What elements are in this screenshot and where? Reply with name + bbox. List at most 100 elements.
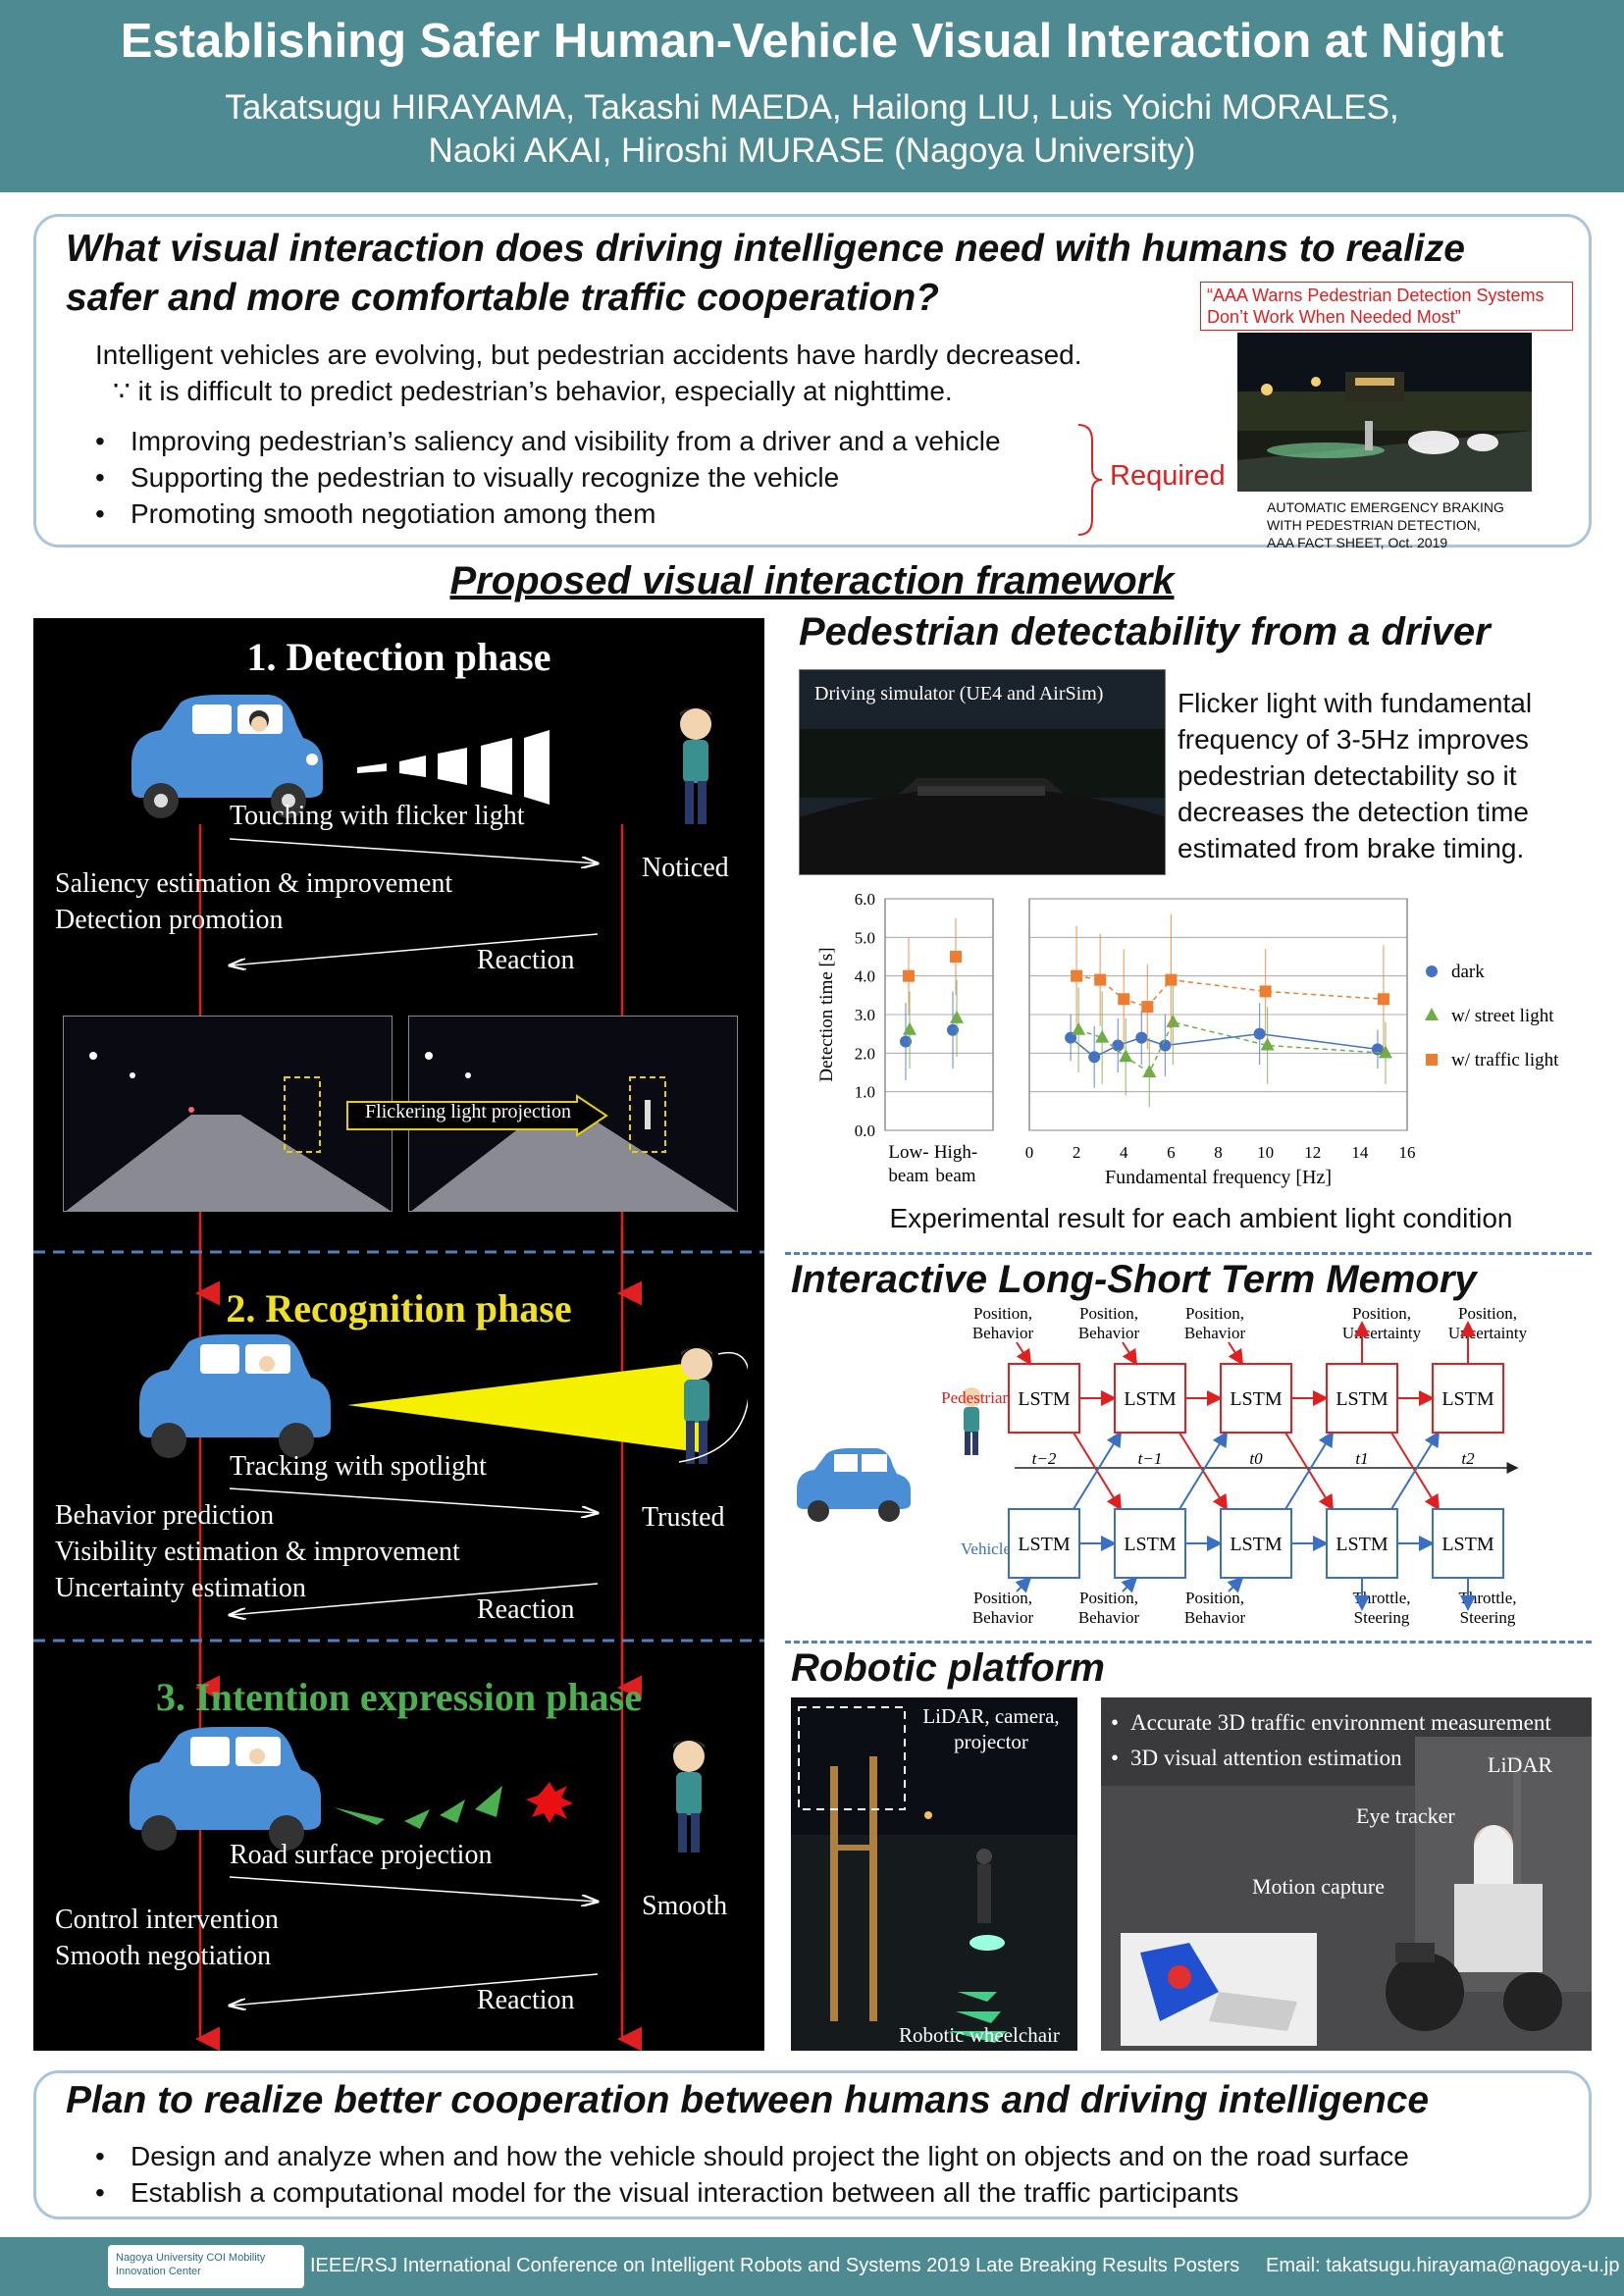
lstm-cell-label: LSTM xyxy=(1018,1534,1071,1555)
phase-3-title: 3. Intention expression phase xyxy=(156,1675,642,1719)
phase-2-title: 2. Recognition phase xyxy=(226,1286,572,1331)
plan-list: Design and analyze when and how the vehi… xyxy=(95,2138,1567,2211)
data-point xyxy=(1088,1051,1101,1064)
mobility-center-logo: Nagoya University COI Mobility Innovatio… xyxy=(108,2245,304,2288)
phase-2-tasks: Behavior prediction Visibility estimatio… xyxy=(55,1497,460,1606)
phase-1-title: 1. Detection phase xyxy=(246,635,551,679)
car-icon xyxy=(130,1727,321,1851)
pedestrian-icon xyxy=(680,707,711,824)
plan-item: Design and analyze when and how the vehi… xyxy=(95,2138,1567,2174)
category-label: Low- xyxy=(888,1142,928,1163)
description-line: Flicker light with fundamental xyxy=(1178,688,1533,718)
night-road-photo-after xyxy=(408,1016,738,1212)
y-tick-label: 2.0 xyxy=(855,1044,875,1063)
section-divider xyxy=(785,1641,1592,1644)
phase-3-tasks: Control intervention Smooth negotiation xyxy=(55,1902,279,1974)
data-point xyxy=(1425,1008,1439,1020)
input-arrow xyxy=(1227,1576,1244,1593)
author-line-2: Naoki AKAI, Hiroshi MURASE (Nagoya Unive… xyxy=(428,131,1196,170)
research-question-box: What visual interaction does driving int… xyxy=(33,214,1592,551)
input-arrow xyxy=(1016,1341,1032,1366)
description-line: decreases the detection time xyxy=(1178,797,1529,827)
lstm-cell-pedestrian xyxy=(1114,1363,1186,1434)
category-label: High- xyxy=(934,1142,977,1163)
y-tick-label: 4.0 xyxy=(855,967,875,986)
uncertainty-item: Uncertainty estimation xyxy=(55,1573,306,1603)
tracking-spotlight-label: Tracking with spotlight xyxy=(230,1451,487,1482)
lstm-cell-vehicle xyxy=(1432,1508,1504,1579)
cross-arrow xyxy=(1390,1431,1441,1510)
output-label: Steering xyxy=(1460,1608,1516,1627)
detection-item: Detection promotion xyxy=(55,905,284,935)
car-icon xyxy=(131,695,323,818)
trusted-label: Trusted xyxy=(642,1502,725,1533)
requirement-brace xyxy=(1077,424,1103,536)
behavior-prediction-item: Behavior prediction xyxy=(55,1500,275,1531)
caption-line-2: WITH PEDESTRIAN DETECTION, xyxy=(1267,517,1481,533)
eye-tracker-label: Eye tracker xyxy=(1356,1803,1455,1828)
data-point xyxy=(1166,1014,1180,1027)
data-point xyxy=(1094,973,1107,986)
data-point xyxy=(1377,993,1389,1006)
research-question: What visual interaction does driving int… xyxy=(66,225,1597,323)
legend-label: w/ traffic light xyxy=(1451,1050,1559,1070)
legend-label: w/ street light xyxy=(1451,1006,1554,1026)
lstm-cell-label: LSTM xyxy=(1230,1388,1283,1410)
output-label: Position, xyxy=(1352,1307,1411,1323)
cross-arrow xyxy=(1179,1431,1229,1510)
data-point xyxy=(950,951,962,963)
lstm-title: Interactive Long-Short Term Memory xyxy=(791,1258,1477,1301)
lstm-cell-label: LSTM xyxy=(1124,1388,1177,1410)
data-point xyxy=(903,1021,917,1035)
output-label: Position, xyxy=(1458,1307,1517,1323)
data-point xyxy=(1141,1001,1154,1014)
phase-panel: 1. Detection phase Touching with flicker… xyxy=(33,618,764,2051)
input-label: Position, xyxy=(973,1589,1032,1607)
visibility-item: Visibility estimation & improvement xyxy=(55,1537,460,1567)
simulator-label: Driving simulator (UE4 and AirSim) xyxy=(814,683,1104,704)
flickering-projection-label: Flickering light projection xyxy=(365,1101,571,1122)
input-label: Behavior xyxy=(1184,1324,1246,1342)
chart-caption: Experimental result for each ambient lig… xyxy=(889,1203,1513,1233)
robotic-wheelchair-photo xyxy=(791,1697,1077,2051)
input-label: Position, xyxy=(1185,1307,1244,1323)
y-tick-label: 5.0 xyxy=(855,928,875,947)
flicker-light-icon xyxy=(357,730,550,805)
lstm-cell-pedestrian xyxy=(1326,1363,1398,1434)
y-tick-label: 1.0 xyxy=(855,1083,875,1102)
data-point xyxy=(947,1023,959,1036)
alert-burst-icon xyxy=(526,1782,573,1823)
vehicle-label: Vehicle xyxy=(961,1539,1011,1558)
detectability-description: Flicker light with fundamental frequency… xyxy=(1178,685,1609,866)
data-point xyxy=(1071,969,1083,982)
robotic-title: Robotic platform xyxy=(791,1646,1105,1690)
plan-title: Plan to realize better cooperation betwe… xyxy=(66,2079,1430,2121)
poster-footer: Nagoya University COI Mobility Innovatio… xyxy=(0,2237,1624,2296)
reaction-label: Reaction xyxy=(477,1594,575,1625)
driving-simulator-image xyxy=(799,669,1166,875)
x-tick-label: 10 xyxy=(1257,1143,1274,1162)
time-step-label: t−2 xyxy=(1032,1449,1057,1468)
data-point xyxy=(1142,1065,1157,1077)
night-braking-photo xyxy=(1237,333,1532,492)
input-label: Position, xyxy=(1079,1589,1138,1607)
lstm-cell-pedestrian xyxy=(1220,1363,1292,1434)
caption-line-1: AUTOMATIC EMERGENCY BRAKING xyxy=(1267,499,1504,515)
car-icon xyxy=(797,1448,911,1522)
intro-text: Intelligent vehicles are evolving, but p… xyxy=(95,337,1273,409)
touching-flicker-label: Touching with flicker light xyxy=(230,801,525,831)
photo-caption: AUTOMATIC EMERGENCY BRAKING WITH PEDESTR… xyxy=(1267,498,1504,551)
section-divider xyxy=(785,1252,1592,1255)
x-tick-label: 6 xyxy=(1167,1143,1176,1162)
data-point xyxy=(1119,1049,1133,1063)
data-point xyxy=(1260,1037,1275,1051)
data-point xyxy=(1135,1031,1148,1044)
requirement-item: Promoting smooth negotiation among them xyxy=(95,496,1175,532)
plan-box: Plan to realize better cooperation betwe… xyxy=(33,2070,1592,2219)
x-axis-label: Fundamental frequency [Hz] xyxy=(1105,1167,1332,1188)
data-point xyxy=(1371,1043,1384,1056)
intro-line-2: ∵ it is difficult to predict pedestrian’… xyxy=(113,376,953,406)
spotlight-beam xyxy=(347,1362,699,1452)
wheelchair-label: Robotic wheelchair xyxy=(899,2023,1060,2047)
